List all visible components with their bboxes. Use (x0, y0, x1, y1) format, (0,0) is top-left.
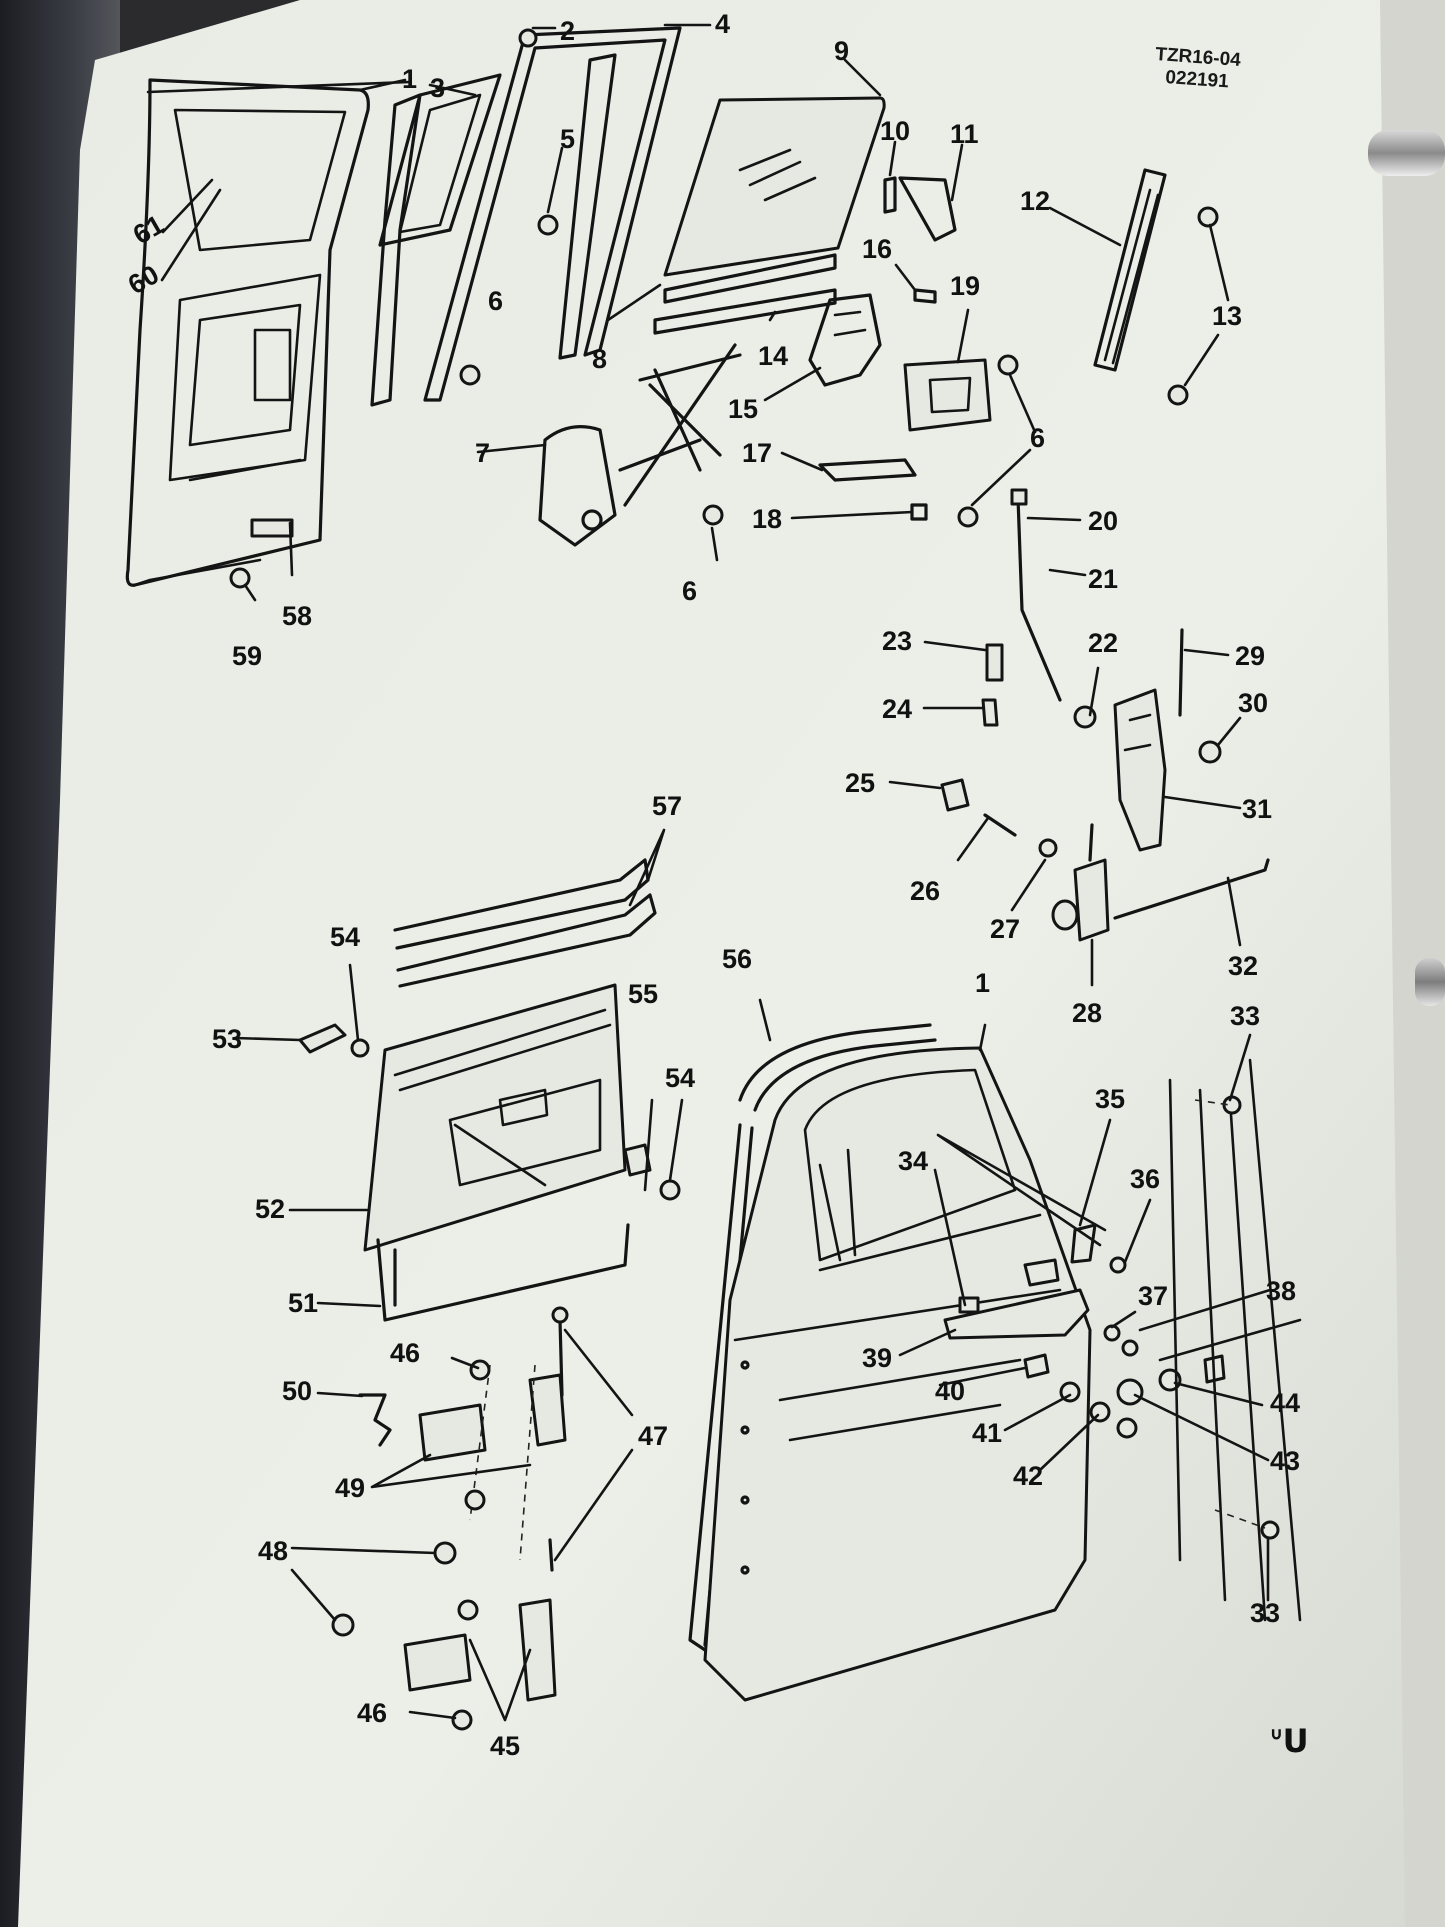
callout-1b: 1 (975, 968, 990, 998)
door-frame-inner (125, 78, 370, 587)
lock-cylinder (1073, 858, 1110, 942)
callout-35: 35 (1095, 1084, 1125, 1114)
callout-2: 2 (560, 16, 575, 46)
callout-54b: 54 (665, 1063, 695, 1093)
callout-53: 53 (212, 1024, 242, 1054)
trim-and-hinges (298, 858, 681, 1731)
callout-55: 55 (628, 979, 658, 1009)
callout-49: 49 (335, 1473, 365, 1503)
callout-51: 51 (288, 1288, 318, 1318)
callout-43: 43 (1270, 1446, 1300, 1476)
callout-13: 13 (1212, 301, 1242, 331)
callout-6b: 6 (1030, 423, 1045, 453)
callout-6: 6 (488, 286, 503, 316)
door-glass (663, 96, 886, 277)
binder-ring-top (1368, 130, 1445, 176)
callout-46: 46 (390, 1338, 420, 1368)
callout-38: 38 (1266, 1276, 1296, 1306)
upper-hinge (418, 1403, 487, 1462)
upper-door-assembly (125, 26, 1270, 942)
publisher-logo: ᐡᑌ (1270, 1722, 1309, 1760)
paper-right-edge (1380, 0, 1445, 1927)
callout-54: 54 (330, 922, 360, 952)
division-channel (808, 293, 882, 387)
document-date: 022191 (1165, 67, 1230, 92)
callout-30: 30 (1238, 688, 1268, 718)
screws-top (229, 28, 1219, 589)
callout-57: 57 (652, 791, 682, 821)
callout-34: 34 (898, 1146, 928, 1176)
callout-26: 26 (910, 876, 940, 906)
callout-28: 28 (1072, 998, 1102, 1028)
callout-18: 18 (752, 504, 782, 534)
callout-14: 14 (758, 341, 788, 371)
callout-39: 39 (862, 1343, 892, 1373)
callout-33: 33 (1230, 1001, 1260, 1031)
callout-50: 50 (282, 1376, 312, 1406)
callout-47: 47 (638, 1421, 668, 1451)
lock-assembly (903, 358, 992, 432)
callout-33b: 33 (1250, 1598, 1280, 1628)
outer-door (703, 1046, 1092, 1702)
callout-6c: 6 (682, 576, 697, 606)
rear-glass-run (1093, 168, 1167, 372)
callout-23: 23 (882, 626, 912, 656)
callout-22: 22 (1088, 628, 1118, 658)
callout-46b: 46 (357, 1698, 387, 1728)
callout-27: 27 (990, 914, 1020, 944)
door-latch (1113, 688, 1167, 852)
callout-12: 12 (1020, 186, 1050, 216)
callout-25: 25 (845, 768, 875, 798)
callout-37: 37 (1138, 1281, 1168, 1311)
window-regulator (538, 425, 617, 547)
callout-7: 7 (475, 438, 490, 468)
callout-45: 45 (490, 1731, 520, 1761)
outer-door-shell (688, 1023, 1302, 1702)
callout-36: 36 (1130, 1164, 1160, 1194)
callout-9: 9 (834, 36, 849, 66)
callout-1: 1 (402, 64, 417, 94)
callout-48: 48 (258, 1536, 288, 1566)
callout-10: 10 (880, 116, 910, 146)
door-seal (738, 1023, 932, 1102)
callout-15: 15 (728, 394, 758, 424)
leader-lines (146, 23, 1272, 1722)
callout-labels: 1 2 3 4 5 6 6 6 7 8 9 10 11 12 13 13 14 … (123, 9, 1300, 1761)
binder-ring-middle (1415, 958, 1445, 1006)
callout-52: 52 (255, 1194, 285, 1224)
run-channel (423, 26, 682, 402)
outside-handle (943, 1288, 1090, 1340)
callout-4: 4 (715, 9, 730, 39)
callout-8: 8 (592, 344, 607, 374)
door-trim-panel (363, 983, 627, 1252)
callout-24: 24 (882, 694, 912, 724)
callout-42: 42 (1013, 1461, 1043, 1491)
callout-5: 5 (560, 124, 575, 154)
callout-11: 11 (950, 119, 979, 149)
callout-40: 40 (935, 1376, 965, 1406)
callout-31: 31 (1242, 794, 1272, 824)
callout-44: 44 (1270, 1388, 1300, 1418)
callout-16: 16 (862, 234, 892, 264)
callout-19: 19 (950, 271, 980, 301)
callout-20: 20 (1088, 506, 1118, 536)
callout-17: 17 (742, 438, 772, 468)
callout-59: 59 (232, 641, 262, 671)
callout-58: 58 (282, 601, 312, 631)
callout-56: 56 (722, 944, 752, 974)
callout-41: 41 (972, 1418, 1002, 1448)
lower-hinge (403, 1633, 472, 1692)
callout-29: 29 (1235, 641, 1265, 671)
callout-21: 21 (1088, 564, 1118, 594)
callout-32: 32 (1228, 951, 1258, 981)
callout-3: 3 (430, 73, 445, 103)
